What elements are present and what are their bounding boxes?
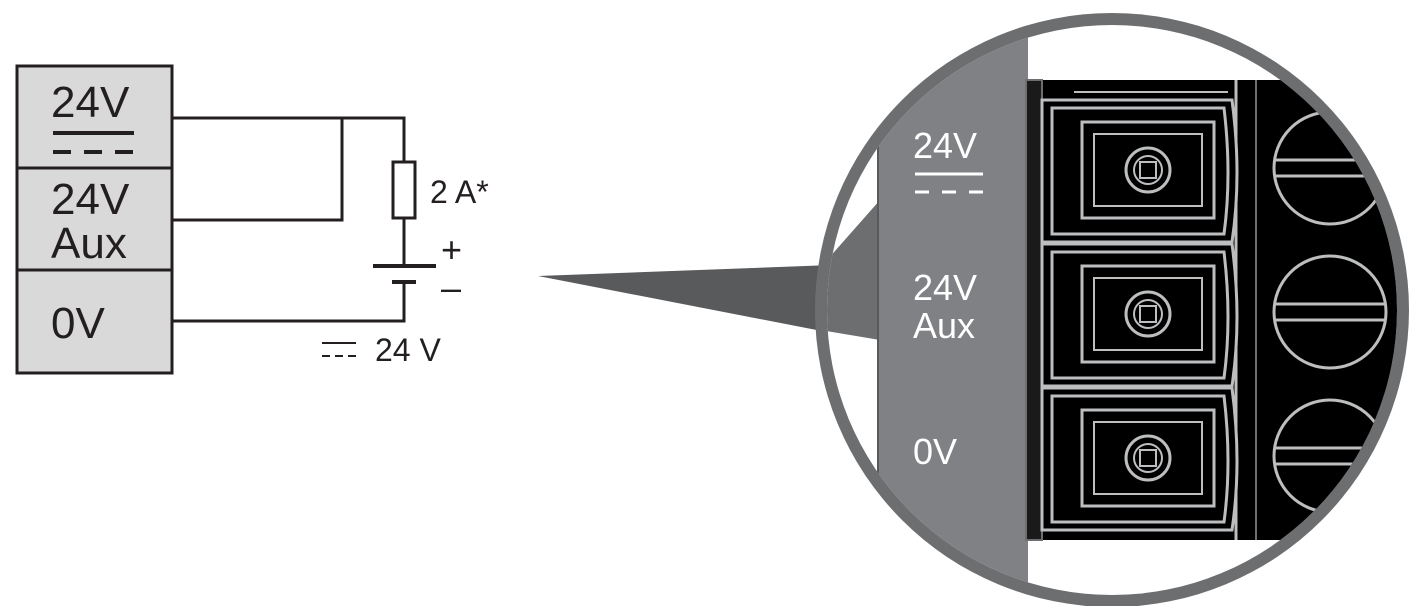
zoom-label-24v-aux-line1: 24V (913, 267, 977, 308)
dc-supply-symbol-icon (322, 342, 356, 357)
battery-minus-label: – (441, 267, 461, 308)
wire-0v (172, 282, 406, 323)
terminal-24v-aux-cell (15, 166, 174, 272)
terminal-0v-cell (15, 268, 174, 375)
terminal-block: 24V 24V Aux 0V (15, 64, 174, 375)
fuse-icon (391, 160, 417, 220)
zoom-dc-symbol-icon (915, 172, 983, 194)
dc-symbol-icon (53, 131, 134, 154)
supply-voltage-label: 24 V (375, 332, 441, 368)
screw-heads (1272, 110, 1388, 514)
terminal-24v-aux-label-line1: 24V (51, 175, 130, 224)
battery-plus-label: + (441, 229, 462, 270)
terminal-screw-24v (1040, 98, 1239, 244)
terminal-screw-24v-aux (1040, 242, 1239, 388)
terminal-24v-aux-label-line2: Aux (51, 219, 127, 268)
terminal-0v-label: 0V (51, 299, 105, 348)
zoom-pointer (538, 265, 832, 333)
terminal-screw-0v (1040, 386, 1239, 532)
zoom-label-24v: 24V (913, 125, 977, 166)
fuse-rating-label: 2 A* (430, 174, 489, 210)
zoom-label-0v: 0V (913, 431, 957, 472)
terminal-24v-label: 24V (51, 78, 130, 127)
wiring (172, 116, 406, 323)
zoom-label-24v-aux-line2: Aux (913, 305, 975, 346)
magnified-view: 24V 24V Aux 0V (815, 13, 1409, 606)
battery-icon (373, 264, 436, 284)
wire-aux-jumper (172, 118, 344, 222)
wire-24v (172, 116, 406, 162)
